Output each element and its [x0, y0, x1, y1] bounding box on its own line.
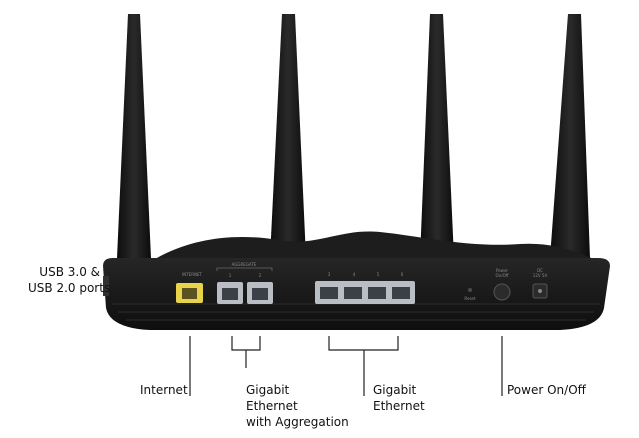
internet-label-text: Internet	[140, 383, 188, 397]
lan-port-number-5: 5	[377, 272, 380, 277]
ethernet-callout-bracket	[328, 336, 399, 351]
usb-ports-label-line-2: USB 2.0 ports	[28, 281, 111, 295]
antenna-3	[420, 14, 454, 258]
dc-in-marking-2: 12V 5A	[533, 273, 548, 278]
router-top-wave	[150, 231, 600, 262]
aggregation-callout-bracket	[231, 336, 261, 351]
back-panel: INTERNET AGGREGATE 1 2 3 4 5 6 Reset Pow…	[176, 262, 548, 304]
aggregate-bracket-marking	[216, 267, 273, 271]
aggregation-port-1-socket	[222, 288, 238, 300]
aggregation-port-2-socket	[252, 288, 268, 300]
ethernet-port-block	[315, 281, 415, 304]
ethernet-port-5-socket	[368, 287, 386, 299]
ethernet-port-6-socket	[392, 287, 410, 299]
gigabit-ethernet-line-2: Ethernet	[373, 399, 425, 413]
gigabit-ethernet-line-1: Gigabit	[373, 383, 417, 397]
antenna-1	[117, 14, 151, 258]
power-label: Power On/Off	[507, 382, 586, 398]
gigabit-aggregation-line-2: Ethernet	[246, 399, 298, 413]
power-label-text: Power On/Off	[507, 383, 586, 397]
usb-side-port	[103, 276, 109, 296]
gigabit-aggregation-label: Gigabit Ethernet with Aggregation	[246, 382, 349, 430]
power-switch-marking-1: Power	[496, 268, 508, 273]
ethernet-port-4-socket	[344, 287, 362, 299]
lan-port-number-3: 3	[328, 272, 331, 277]
gigabit-aggregation-line-3: with Aggregation	[246, 415, 349, 429]
internet-port-socket	[182, 288, 197, 299]
usb-ports-label: USB 3.0 & USB 2.0 ports	[28, 264, 111, 296]
aggregate-marking: AGGREGATE	[232, 262, 257, 267]
antenna-4	[550, 14, 590, 258]
ethernet-port-3-socket	[320, 287, 338, 299]
lan-port-number-6: 6	[401, 272, 404, 277]
lan-port-number-4: 4	[353, 272, 356, 277]
agg-port-number-2: 2	[259, 273, 262, 278]
power-switch-marking-2: On/Off	[496, 273, 509, 278]
dc-power-jack-pin	[538, 289, 542, 293]
agg-port-number-1: 1	[229, 273, 232, 278]
antenna-2	[270, 14, 306, 258]
usb-ports-label-line-1: USB 3.0 &	[39, 265, 100, 279]
router-body	[103, 231, 610, 330]
gigabit-aggregation-line-1: Gigabit	[246, 383, 290, 397]
gigabit-ethernet-label: Gigabit Ethernet	[373, 382, 425, 414]
power-button	[493, 283, 511, 301]
internet-port-marking: INTERNET	[182, 272, 202, 277]
callout-lines	[189, 336, 503, 396]
reset-button	[468, 288, 472, 292]
reset-marking: Reset	[464, 296, 476, 301]
internet-label: Internet	[140, 382, 188, 398]
antennas	[117, 14, 590, 258]
dc-in-marking-1: DC	[537, 268, 543, 273]
